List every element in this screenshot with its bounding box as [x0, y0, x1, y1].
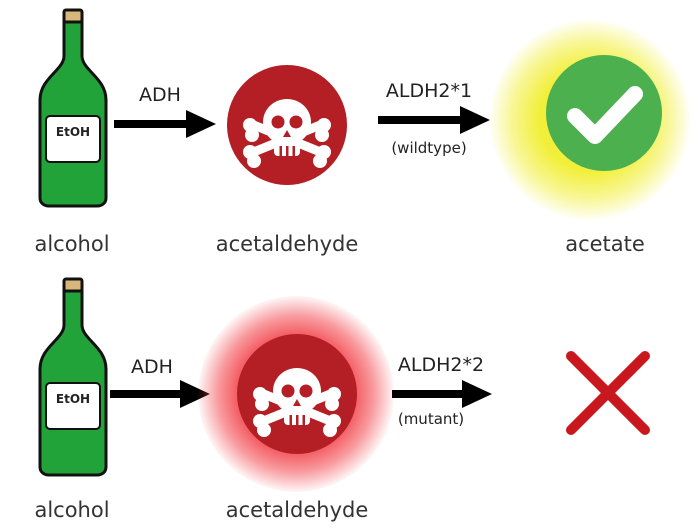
substrate-label: alcohol: [34, 498, 110, 522]
intermediate-label: acetaldehyde: [215, 232, 359, 256]
enzyme-aldh2-label: ALDH2*1: [385, 80, 473, 102]
bottle-icon: [38, 8, 108, 208]
bottle-label: EtOH: [55, 125, 91, 139]
check-icon: [546, 55, 662, 171]
cross-icon: [566, 351, 650, 435]
arrow-icon: [378, 106, 490, 134]
enzyme-adh-label: ADH: [131, 356, 173, 378]
bottle-icon: [38, 277, 108, 477]
enzyme-adh-label: ADH: [139, 84, 181, 106]
arrow-icon: [110, 380, 210, 408]
bottle-label: EtOH: [55, 392, 91, 406]
arrow-icon: [114, 110, 216, 138]
substrate-label: alcohol: [34, 232, 110, 256]
product-label: acetate: [565, 232, 645, 256]
intermediate-label: acetaldehyde: [225, 498, 369, 522]
enzyme-aldh2-label: ALDH2*2: [397, 354, 485, 376]
arrow-icon: [392, 380, 492, 408]
skull-crossbones-icon: [237, 334, 357, 454]
enzyme-variant-label: (mutant): [397, 410, 465, 428]
enzyme-variant-label: (wildtype): [391, 139, 467, 157]
skull-crossbones-icon: [227, 65, 347, 185]
